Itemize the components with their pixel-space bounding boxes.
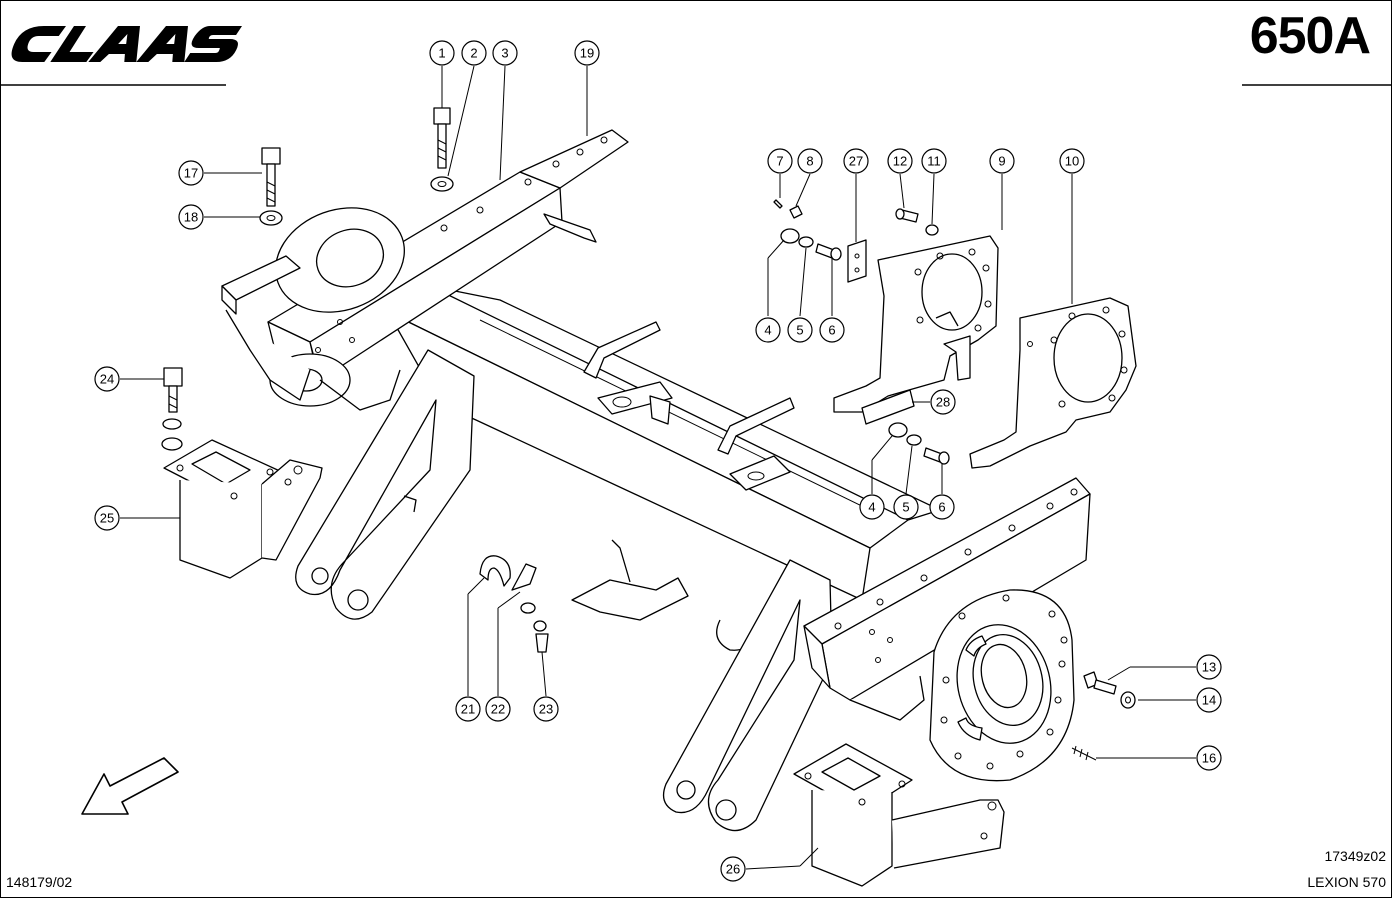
svg-text:26: 26 [726,862,740,877]
svg-text:5: 5 [796,323,803,338]
callout-12: 12 [887,148,913,174]
callout-22: 22 [485,696,511,722]
svg-text:8: 8 [806,154,813,169]
support-bracket-26 [793,743,1005,887]
claas-logo [11,26,242,62]
svg-text:18: 18 [184,210,198,225]
svg-text:1: 1 [438,46,445,61]
callout-4-lower: 4 [859,494,885,520]
callout-4-upper: 4 [755,317,781,343]
leader-lines [120,65,1196,870]
svg-text:16: 16 [1202,751,1216,766]
bolt-13 [1083,671,1117,695]
svg-text:12: 12 [893,154,907,169]
callout-16: 16 [1196,745,1222,771]
svg-text:24: 24 [100,372,114,387]
callout-10: 10 [1059,148,1085,174]
svg-text:9: 9 [998,154,1005,169]
callout-24: 24 [94,366,120,392]
clip-22 [511,563,537,614]
svg-text:5: 5 [902,500,909,515]
svg-text:25: 25 [100,511,114,526]
bolt-1 [433,107,451,169]
svg-text:4: 4 [868,500,875,515]
svg-text:14: 14 [1202,693,1216,708]
svg-text:17: 17 [184,166,198,181]
callout-11: 11 [921,148,947,174]
document-number: 148179/02 [6,874,73,890]
fasteners-lower [888,422,950,465]
fasteners-upper [773,199,939,261]
svg-text:6: 6 [938,500,945,515]
left-hub [221,207,405,411]
callout-7: 7 [767,148,793,174]
svg-text:22: 22 [491,702,505,717]
bolt-24 [161,367,183,451]
svg-text:6: 6 [828,323,835,338]
svg-text:13: 13 [1202,660,1216,675]
callout-18: 18 [178,204,204,230]
nut-2 [430,176,454,192]
right-swing-arm [662,559,833,832]
callout-2: 2 [461,40,487,66]
svg-text:27: 27 [849,154,863,169]
callout-5-upper: 5 [787,317,813,343]
clamp-21 [479,555,511,587]
callout-3: 3 [492,40,518,66]
callout-9: 9 [989,148,1015,174]
svg-text:2: 2 [470,46,477,61]
callout-27: 27 [843,148,869,174]
callout-21: 21 [455,696,481,722]
support-bracket-25 [163,439,323,579]
stud-16 [1071,745,1097,761]
screw-23 [533,620,549,653]
callout-8: 8 [797,148,823,174]
washer-14 [1120,691,1136,709]
callout-5-lower: 5 [893,494,919,520]
callout-19: 19 [574,40,600,66]
beam-brackets [571,321,795,651]
model-name: LEXION 570 [1307,874,1386,890]
svg-text:3: 3 [501,46,508,61]
callout-6-upper: 6 [819,317,845,343]
svg-text:7: 7 [776,154,783,169]
callout-6-lower: 6 [929,494,955,520]
mounting-plate-10 [969,297,1137,469]
svg-text:19: 19 [580,46,594,61]
svg-text:10: 10 [1065,154,1079,169]
callout-14: 14 [1196,687,1222,713]
callout-25: 25 [94,505,120,531]
callout-26: 26 [720,856,746,882]
left-swing-arm [295,349,475,620]
callout-28: 28 [930,389,956,415]
svg-text:23: 23 [539,702,553,717]
page-number: 650A [1249,7,1371,65]
callout-13: 13 [1196,654,1222,680]
callout-1: 1 [429,40,455,66]
shim-plate-28 [861,389,915,425]
callout-23: 23 [533,696,559,722]
right-cross-member [803,477,1091,721]
bolt-17 [259,147,283,226]
svg-text:11: 11 [927,154,941,169]
drawing-reference-code: 17349z02 [1324,848,1386,864]
svg-text:21: 21 [461,702,475,717]
svg-text:28: 28 [936,395,950,410]
callout-17: 17 [178,160,204,186]
right-hub [929,589,1075,782]
direction-arrow [81,757,179,815]
mounting-plate-9 [833,235,999,413]
svg-text:4: 4 [764,323,771,338]
shim-plate-27 [847,239,867,283]
